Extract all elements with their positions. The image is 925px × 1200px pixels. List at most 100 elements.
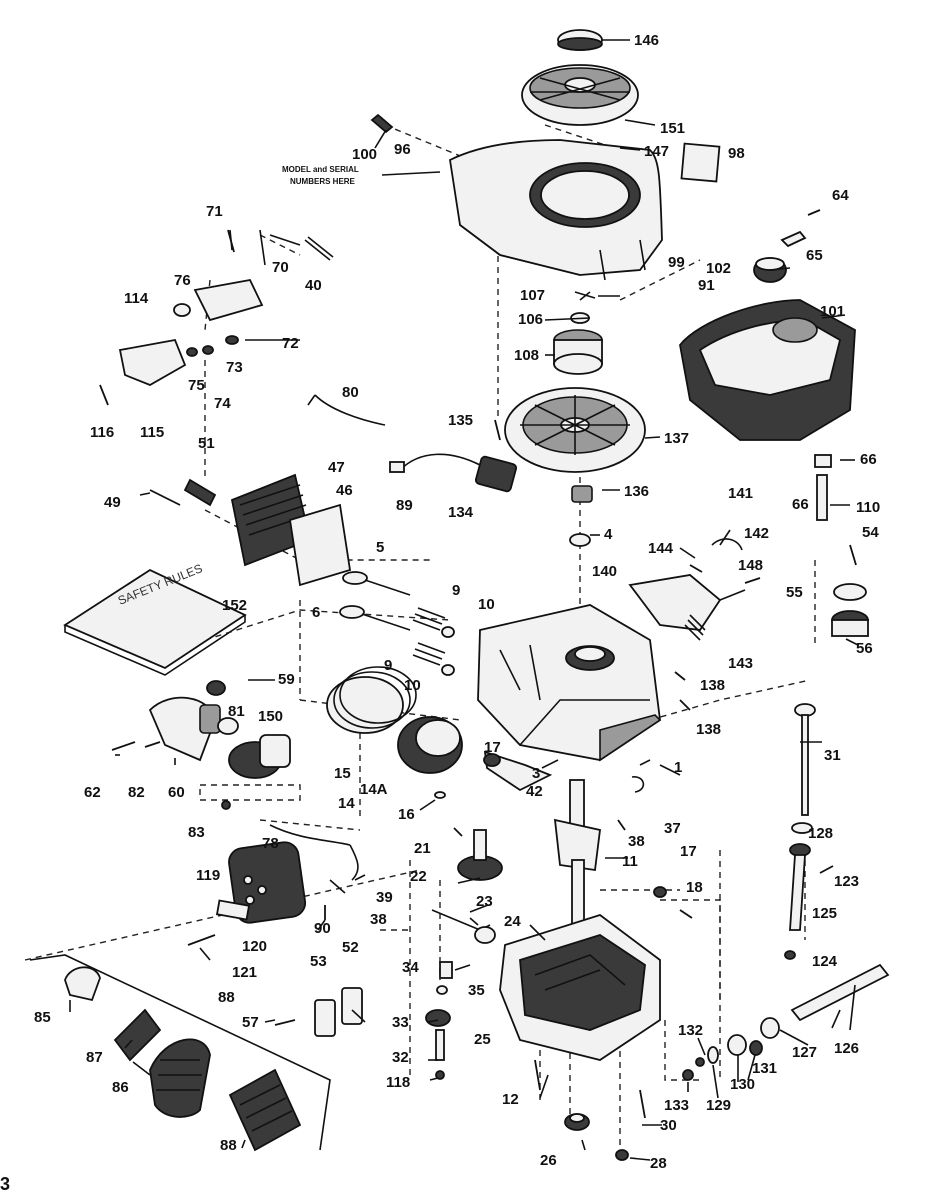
screw-144: [689, 564, 703, 573]
label-24: 24: [504, 913, 521, 930]
label-38b: 38: [370, 911, 387, 928]
flywheel: [504, 387, 646, 473]
label-140: 140: [592, 563, 617, 580]
label-137: 137: [664, 430, 689, 447]
label-22: 22: [410, 868, 427, 885]
link-38b: [329, 879, 346, 894]
piston-rings: [326, 666, 417, 734]
label-106: 106: [518, 311, 543, 328]
gasket-119: [215, 899, 251, 921]
label-21: 21: [414, 840, 431, 857]
screw-123: [819, 865, 834, 874]
gasket-53: [314, 999, 336, 1037]
label-28: 28: [650, 1155, 667, 1172]
label-23: 23: [476, 893, 493, 910]
label-55: 55: [786, 584, 803, 601]
label-9b: 9: [384, 657, 392, 674]
link-70: [259, 229, 301, 266]
valve-6: [339, 605, 411, 631]
label-3: 3: [532, 765, 540, 782]
label-11: 11: [622, 853, 638, 870]
part-83: [221, 800, 231, 810]
retainer-10a: [441, 626, 455, 638]
model-serial-note: MODEL and SERIAL NUMBERS HERE: [282, 165, 359, 186]
label-37: 37: [664, 820, 681, 837]
label-86: 86: [112, 1079, 129, 1096]
washer-73: [202, 345, 214, 355]
clip-37: [631, 776, 645, 793]
label-15: 15: [334, 765, 351, 782]
label-119: 119: [196, 867, 220, 884]
label-120: 120: [242, 938, 267, 955]
blower-housing: [449, 139, 663, 281]
label-136: 136: [624, 483, 649, 500]
label-51: 51: [198, 435, 215, 452]
part-35: [436, 985, 448, 995]
spring-40: [304, 236, 334, 261]
label-102: 102: [706, 260, 731, 277]
label-121: 121: [232, 964, 257, 981]
plug-28: [615, 1149, 629, 1161]
label-60: 60: [168, 784, 185, 801]
label-110: 110: [856, 499, 880, 516]
spring-142: [711, 538, 743, 551]
part-133: [682, 1069, 694, 1081]
label-152: 152: [222, 597, 247, 614]
label-74: 74: [214, 395, 231, 412]
screw-57: [274, 1019, 296, 1026]
dipstick-tube-125: [789, 843, 811, 931]
label-25: 25: [474, 1031, 491, 1048]
label-26: 26: [540, 1152, 557, 1169]
label-128a: 128: [808, 825, 833, 842]
screw-30: [639, 1089, 646, 1119]
screw-38a: [617, 819, 626, 831]
washer-72: [225, 335, 239, 345]
valve-5: [342, 571, 411, 596]
label-78: 78: [262, 835, 279, 852]
washer-75: [186, 347, 198, 357]
pin-32: [435, 1029, 445, 1061]
label-125: 125: [812, 905, 837, 922]
part-129: [707, 1046, 719, 1064]
rewind-starter-cap: [557, 29, 603, 51]
label-35: 35: [468, 982, 485, 999]
label-118: 118: [386, 1074, 410, 1091]
screw-71: [227, 229, 235, 253]
label-85: 85: [34, 1009, 51, 1026]
label-129: 129: [706, 1097, 731, 1114]
part-118: [435, 1070, 445, 1080]
label-16: 16: [398, 806, 415, 823]
label-47: 47: [328, 459, 345, 476]
spring-39: [349, 844, 359, 881]
label-49: 49: [104, 494, 121, 511]
part-131: [749, 1040, 763, 1056]
dipstick-31: [794, 703, 816, 816]
label-115: 115: [140, 424, 164, 441]
label-32: 32: [392, 1049, 409, 1066]
cap-66: [814, 454, 832, 468]
label-143: 143: [728, 655, 753, 672]
label-80: 80: [342, 384, 359, 401]
label-34: 34: [402, 959, 419, 976]
label-87: 87: [86, 1049, 103, 1066]
label-6: 6: [312, 604, 320, 621]
valve-spring-9a: [412, 607, 446, 631]
rewind-starter: [521, 64, 639, 126]
label-98: 98: [728, 145, 745, 162]
retainer-10b: [441, 664, 455, 676]
label-5: 5: [376, 539, 384, 556]
label-17a: 17: [484, 739, 501, 756]
gasket-81: [217, 717, 239, 735]
label-10b: 10: [404, 677, 421, 694]
pin-lock-16: [434, 791, 446, 799]
label-88a: 88: [218, 989, 235, 1006]
label-4: 4: [604, 526, 613, 543]
bushing-136: [571, 485, 593, 503]
label-88b: 88: [220, 1137, 237, 1154]
ignition-module: [389, 453, 518, 493]
label-81: 81: [228, 703, 245, 720]
screw-62: [111, 741, 136, 751]
part-34: [439, 961, 453, 979]
note-line-1: MODEL and SERIAL: [282, 165, 359, 174]
